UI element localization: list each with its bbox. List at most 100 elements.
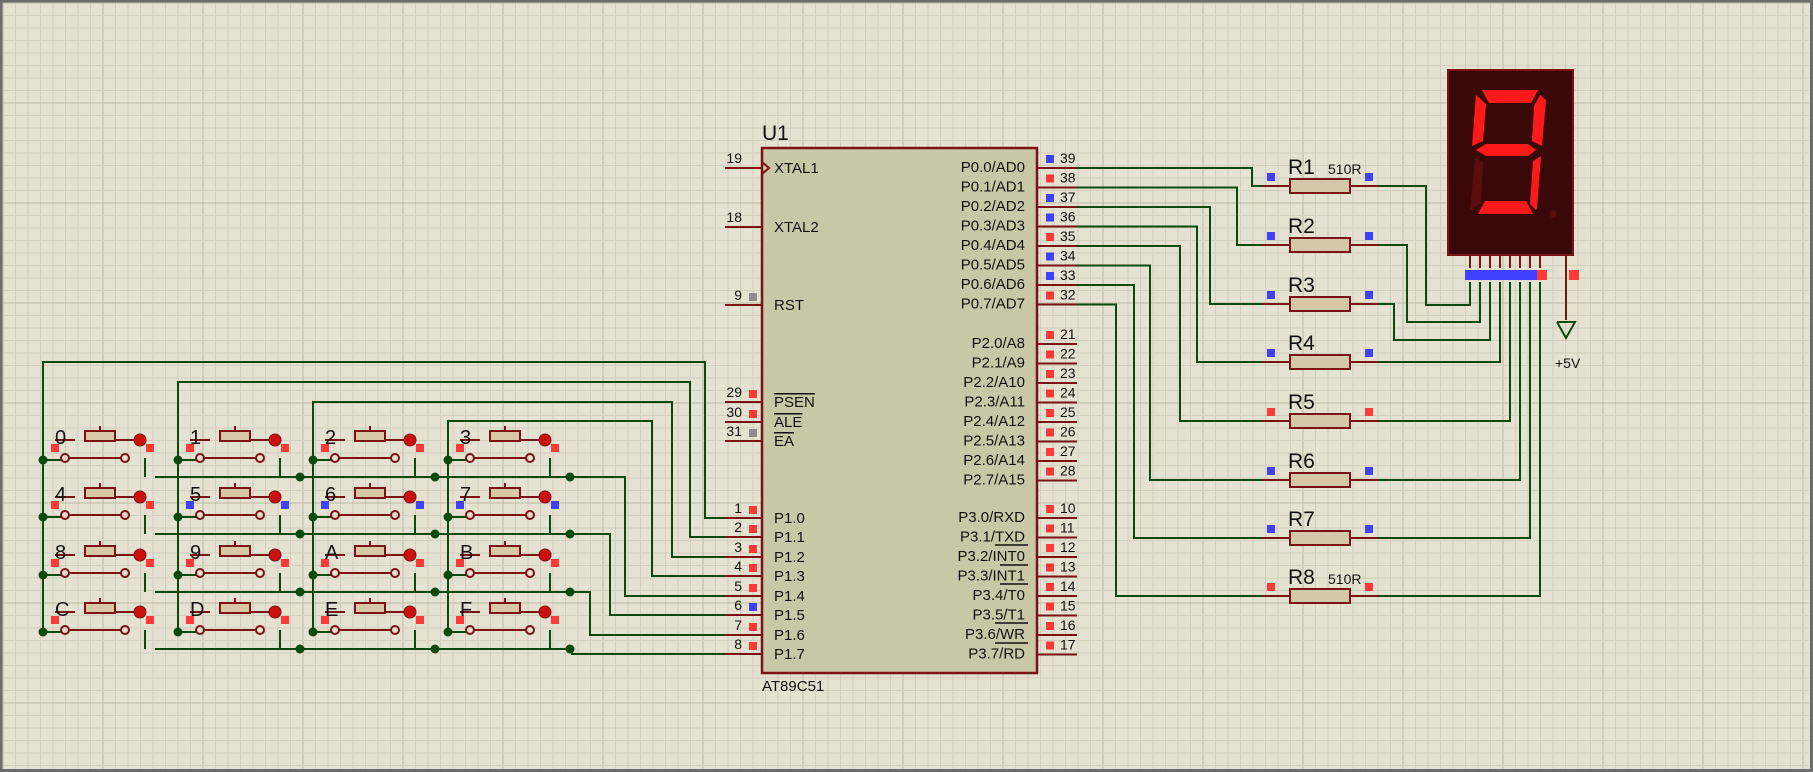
mcu-pin-name: RST: [774, 297, 804, 314]
mcu-pin-name: P0.6/AD6: [961, 276, 1025, 293]
junction-dot: [443, 570, 453, 580]
key-button-B[interactable]: [460, 541, 552, 578]
junction-dot: [430, 529, 440, 539]
mcu-pin-name: P3.1/TXD: [960, 529, 1025, 546]
key-button-1[interactable]: [190, 426, 282, 463]
mcu-pin-number: 15: [1060, 598, 1076, 614]
key-lamp: [403, 605, 417, 619]
pin-state-marker: [1505, 270, 1515, 280]
mcu-pin-name: P3.2/INT0: [957, 548, 1025, 565]
pin-state-marker: [1046, 194, 1054, 202]
pin-state-marker: [1046, 505, 1054, 513]
resistor-body: [1289, 178, 1351, 194]
key-actuator: [489, 545, 521, 557]
pin-state-marker: [1046, 524, 1054, 533]
wire: [1378, 282, 1491, 341]
pin-state-marker: [416, 616, 424, 624]
ground-icon: [1556, 321, 1577, 341]
mcu-part-name: AT89C51: [762, 678, 824, 695]
key-label: F: [460, 599, 472, 621]
pin-state-marker: [1046, 544, 1054, 552]
key-button-D[interactable]: [190, 598, 282, 635]
pin-state-marker: [186, 501, 194, 509]
mcu-refdes: U1: [762, 122, 789, 145]
seven-segment-display[interactable]: [1447, 69, 1579, 341]
junction-dot: [430, 472, 440, 482]
segment-d: [1478, 201, 1533, 214]
pin-state-marker: [1465, 270, 1475, 280]
mcu-pin-number: 34: [1060, 248, 1076, 264]
key-button-5[interactable]: [190, 483, 282, 520]
key-label: B: [460, 542, 473, 564]
key-actuator: [489, 487, 521, 499]
resistor-r3[interactable]: [1262, 296, 1378, 312]
pin-state-marker: [321, 501, 329, 509]
key-button-F[interactable]: [460, 598, 552, 635]
key-lamp: [538, 433, 552, 447]
wire: [155, 591, 725, 636]
key-actuator: [84, 487, 116, 499]
resistor-body: [1289, 354, 1351, 370]
pin-state-marker: [1046, 291, 1054, 300]
key-button-0[interactable]: [55, 426, 147, 463]
mcu-body[interactable]: [760, 146, 1039, 675]
labels: U1AT89C5119XTAL118XTAL29RST29PSEN30ALE31…: [55, 122, 1581, 695]
resistor-r8[interactable]: [1262, 588, 1378, 604]
pin-state-marker: [749, 429, 757, 437]
resistor-r5[interactable]: [1262, 413, 1378, 429]
mcu-pin-number: 10: [1060, 500, 1076, 516]
pin-state-marker: [749, 506, 757, 514]
pin-state-marker: [1267, 467, 1275, 475]
resistor-r1[interactable]: [1262, 178, 1378, 194]
key-button-6[interactable]: [325, 483, 417, 520]
key-button-7[interactable]: [460, 483, 552, 520]
key-label: D: [190, 599, 204, 621]
resistor-r2[interactable]: [1262, 237, 1378, 253]
pin-state-marker: [1365, 232, 1373, 240]
resistor-r7[interactable]: [1262, 530, 1378, 546]
key-label: 9: [190, 542, 201, 564]
pin-state-marker: [551, 501, 559, 509]
pin-state-marker: [186, 444, 194, 452]
pin-state-marker: [416, 444, 424, 452]
junction-dot: [295, 529, 305, 539]
pin-state-marker: [456, 501, 464, 509]
pin-state-marker: [416, 501, 424, 509]
pin-state-marker: [1365, 467, 1373, 475]
resistor-r6[interactable]: [1262, 472, 1378, 488]
key-button-9[interactable]: [190, 541, 282, 578]
wire: [1378, 185, 1471, 306]
pin-state-marker: [749, 564, 757, 572]
pin-state-marker: [1365, 173, 1373, 181]
key-lamp: [538, 605, 552, 619]
mcu-pin-name: XTAL1: [774, 160, 819, 177]
pin-state-marker: [456, 444, 464, 452]
pin-state-marker: [281, 444, 289, 452]
key-label: 3: [460, 427, 471, 449]
key-label: 8: [55, 542, 66, 564]
pin-state-marker: [1046, 233, 1054, 241]
pin-state-marker: [51, 559, 59, 567]
pin-state-marker: [1365, 291, 1373, 299]
mcu-pin-name: P2.6/A14: [963, 452, 1025, 469]
mcu-pin-number: 33: [1060, 267, 1076, 283]
key-button-E[interactable]: [325, 598, 417, 635]
key-button-A[interactable]: [325, 541, 417, 578]
junction-dot: [308, 627, 318, 637]
wire: [1077, 225, 1262, 363]
resistor-r4[interactable]: [1262, 354, 1378, 370]
key-button-3[interactable]: [460, 426, 552, 463]
key-button-8[interactable]: [55, 541, 147, 578]
resistor-value: 510R: [1328, 571, 1361, 587]
key-button-2[interactable]: [325, 426, 417, 463]
mcu-pin-number: 3: [734, 539, 742, 555]
pin-state-marker: [1475, 270, 1485, 280]
pin-state-marker: [551, 559, 559, 567]
pin-state-marker: [51, 616, 59, 624]
key-button-C[interactable]: [55, 598, 147, 635]
key-actuator: [84, 545, 116, 557]
key-button-4[interactable]: [55, 483, 147, 520]
junction-dot: [565, 587, 575, 597]
